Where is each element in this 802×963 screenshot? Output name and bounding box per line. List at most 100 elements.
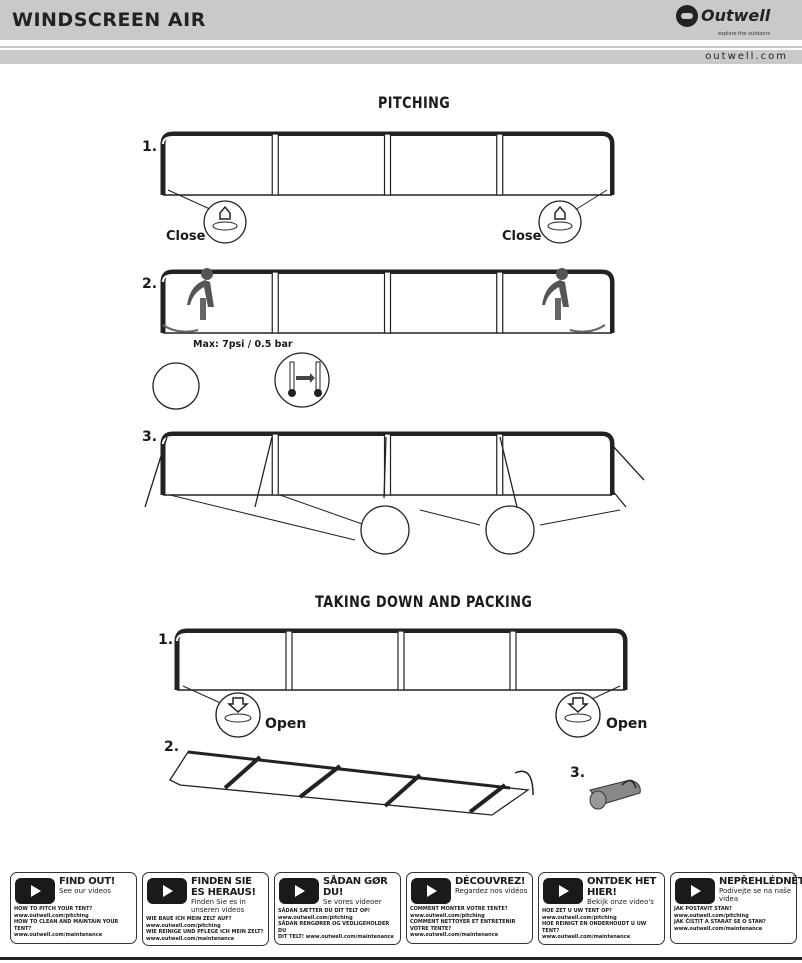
pump-hose [569,324,606,333]
pump-hose [162,324,199,333]
maintenance-question: WIE REINIGE UND PFLEGE ICH MEIN ZELT? [146,929,264,935]
close-label-right: Close [502,229,542,244]
deflated-beam-top [187,750,511,790]
video-box[interactable]: FINDEN SIE ES HERAUS! Finden Sie es in u… [142,872,269,946]
play-video-icon[interactable] [147,878,187,904]
maintenance-link[interactable]: www.outwell.com/maintenance [14,932,103,938]
valve-icon [564,713,592,723]
pitching-link[interactable]: www.outwell.com/pitching [674,912,749,919]
maintenance-question: JAK ČISTIT A STARAT SE O STAN? [674,919,766,925]
leader-line [167,189,213,211]
pitching-link[interactable]: www.outwell.com/pitching [278,914,353,921]
pitching-link[interactable]: www.outwell.com/pitching [14,912,89,919]
valve-open-detail-right [555,692,601,738]
pitch2-upright [271,271,279,334]
pitching-step-1-number: 1. [142,139,158,155]
guy-line [144,436,168,508]
pitch1-upright [271,133,279,196]
maintenance-link[interactable]: www.outwell.com/maintenance [674,925,763,932]
video-box[interactable]: NEPŘEHLÉDNĚTE! Podívejte se na naše vide… [670,872,802,944]
play-video-icon[interactable] [279,878,319,904]
pitching-link[interactable]: www.outwell.com/pitching [410,912,485,919]
pitch1-upright [383,133,392,196]
brand-name: Outwell [701,6,771,25]
maintenance-link[interactable]: www.outwell.com/maintenance [146,935,235,942]
play-video-icon[interactable] [411,878,451,904]
video-box[interactable]: SÅDAN GØR DU! Se vores videoer SÅDAN SÆT… [274,872,401,945]
pitching-question: HOE ZET U UW TENT OP? [542,908,612,914]
pitch1-beam-highlight [162,136,610,195]
leader-line [419,509,481,526]
valve-open-detail-left [215,692,261,738]
pack1-beam-highlight [176,633,623,690]
arrow-up-icon [554,205,566,220]
video-box-subtitle: See our videos [59,887,111,895]
thermometer-bulb [288,389,296,397]
video-box-title: ONTDEK HET HIER! [587,876,657,898]
pitching-link[interactable]: www.outwell.com/pitching [146,922,221,929]
peg-hammer-detail [485,505,535,555]
max-pressure-label: Max: 7psi / 0.5 bar [193,339,293,350]
pitch2-upright [496,271,504,334]
brand-tagline: explore the outdoors [718,31,771,37]
maintenance-question: HOW TO CLEAN AND MAINTAIN YOUR TENT? [14,919,119,932]
open-label-right: Open [606,716,648,732]
guy-line [611,489,627,508]
pitching-question: SÅDAN SÆTTER DU DIT TELT OP! [278,908,371,914]
video-box[interactable]: DÉCOUVREZ! Regardez nos vidéos COMMENT M… [406,872,533,944]
person-pumping-icon [542,280,569,307]
arrow-up-icon [219,205,231,220]
play-video-icon[interactable] [543,878,583,904]
packing-step-3-number: 3. [570,765,586,781]
fold-arrow-icon [514,770,534,796]
pitching-heading: PITCHING [378,93,451,112]
pitch2-upright [383,271,392,334]
maintenance-link[interactable]: www.outwell.com/maintenance [542,934,631,940]
pack1-upright [285,630,293,691]
roll-end [589,790,607,810]
arrow-down-icon [227,697,249,714]
valve-icon [547,221,573,231]
website-link[interactable]: outwell.com [705,51,788,62]
pitch3-upright [271,433,279,496]
guy-line [611,444,645,481]
packing-heading: TAKING DOWN AND PACKING [315,592,533,611]
document-title: WINDSCREEN AIR [12,9,206,31]
leader-line [589,685,621,701]
leader-line [539,509,621,526]
pitching-link[interactable]: www.outwell.com/pitching [542,914,617,921]
person-head [556,268,568,280]
outwell-logo-icon [676,5,698,27]
video-box[interactable]: ONTDEK HET HIER! Bekijk onze video's HOE… [538,872,665,945]
close-label-left: Close [166,229,206,244]
person-pumping-icon [187,280,214,307]
video-box[interactable]: FIND OUT! See our videos HOW TO PITCH YO… [10,872,137,944]
video-box-title: DÉCOUVREZ! [455,876,526,887]
play-video-icon[interactable] [675,878,715,904]
guy-line [254,436,273,508]
maintenance-question: COMMENT NETTOYER ET ENTRETENIR [410,919,516,925]
pitching-step-3-number: 3. [142,429,158,445]
maintenance-link[interactable]: DIT TELT! www.outwell.com/maintenance [278,934,394,940]
deflated-beam [223,755,262,790]
arrow-down-icon [567,697,589,714]
pitch3-upright [496,433,504,496]
video-box-title: SÅDAN GØR DU! [323,876,388,898]
pitch3-beam-highlight [162,436,610,495]
pitching-step-2-number: 2. [142,276,158,292]
play-video-icon[interactable] [15,878,55,904]
packing-step-2-number: 2. [164,739,180,755]
pump-icon [555,298,561,320]
peg-hammer-detail [360,505,410,555]
pitching-question: COMMENT MONTER VOTRE TENTE? [410,906,508,912]
guy-line [499,436,518,508]
header-bar [0,0,802,40]
maintenance-link[interactable]: VOTRE TENTE? www.outwell.com/maintenance [410,925,499,939]
leader-line [574,189,608,211]
leader-line [169,494,356,541]
thermometer-bulb [314,389,322,397]
deflated-beam [468,783,507,814]
pack1-upright [397,630,405,691]
video-box-subtitle: Bekijk onze video's [587,898,654,906]
